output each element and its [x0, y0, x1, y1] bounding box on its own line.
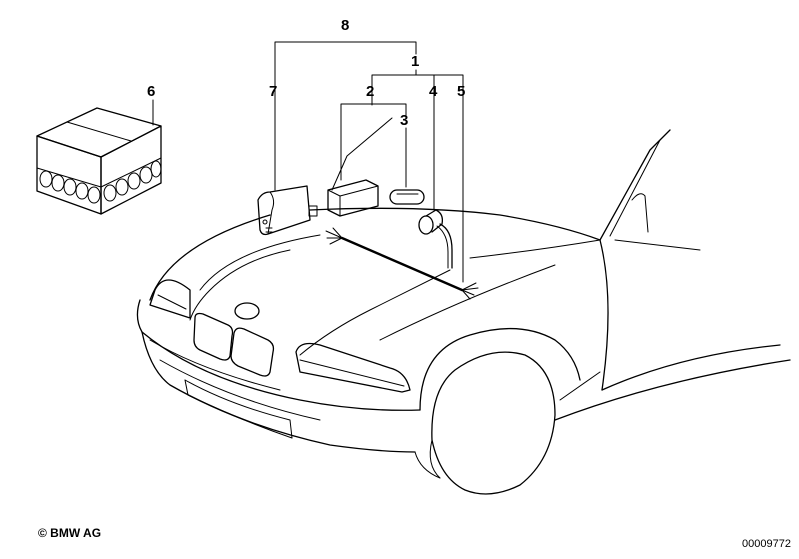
part-6-package[interactable] — [36, 107, 162, 215]
package-contents — [39, 160, 162, 204]
callout-7[interactable]: 7 — [269, 83, 277, 100]
leader-lines — [152, 41, 464, 283]
copyright-label: © BMW AG — [38, 526, 102, 540]
part-2-control-unit[interactable] — [327, 179, 379, 217]
drawing-number: 00009772 — [742, 538, 791, 550]
callout-2[interactable]: 2 — [366, 83, 374, 100]
car-front-drawing — [136, 129, 791, 495]
part-3-bulb[interactable] — [389, 189, 425, 205]
part-4-sensor[interactable] — [418, 209, 453, 269]
part-7-cover[interactable] — [257, 185, 318, 236]
callout-6[interactable]: 6 — [147, 83, 155, 100]
leader-3 — [331, 117, 393, 191]
leader-1 — [371, 74, 464, 106]
callout-8[interactable]: 8 — [341, 17, 349, 34]
leader-8 — [274, 41, 417, 191]
part-5-wiring-harness[interactable] — [325, 227, 479, 300]
leader-2 — [340, 103, 407, 181]
callout-3[interactable]: 3 — [400, 112, 408, 129]
callout-5[interactable]: 5 — [457, 83, 465, 100]
callout-1[interactable]: 1 — [411, 53, 419, 70]
